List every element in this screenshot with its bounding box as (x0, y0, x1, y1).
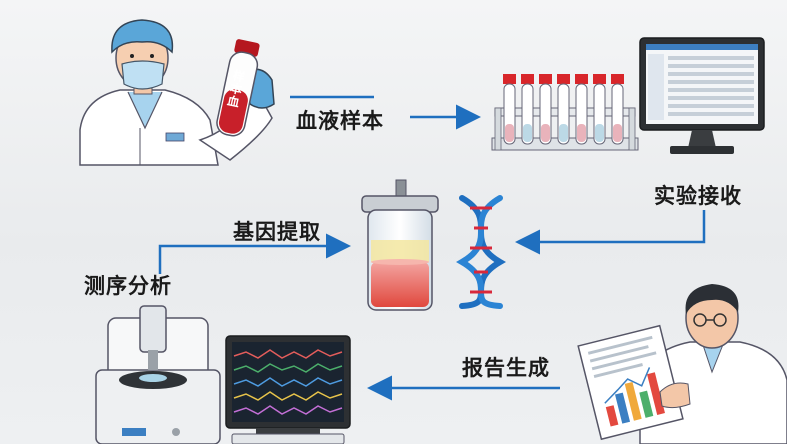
sequencer-machine (95, 305, 221, 444)
step-label-lab-receive: 实验接收 (654, 184, 742, 208)
doctor-figure (79, 19, 275, 166)
test-tube-rack (491, 74, 639, 151)
step-label-blood-sample: 血液样本 (296, 109, 384, 133)
extraction-container (361, 179, 439, 311)
sequencing-monitor (225, 335, 351, 444)
report-document (577, 324, 684, 441)
arrow-extract-to-container (158, 233, 351, 274)
arrow-receive-to-dna (515, 210, 706, 255)
blood-tube (216, 39, 260, 137)
sample-tubes (503, 74, 624, 145)
step-label-report: 报告生成 (462, 356, 550, 380)
report-reader-figure (577, 284, 787, 444)
dna-helix-icon (456, 195, 506, 309)
step-label-gene-extract: 基因提取 (233, 220, 321, 244)
lab-monitor (639, 37, 765, 154)
step-label-sequencing: 测序分析 (84, 274, 172, 298)
flow-arrows (158, 95, 706, 401)
